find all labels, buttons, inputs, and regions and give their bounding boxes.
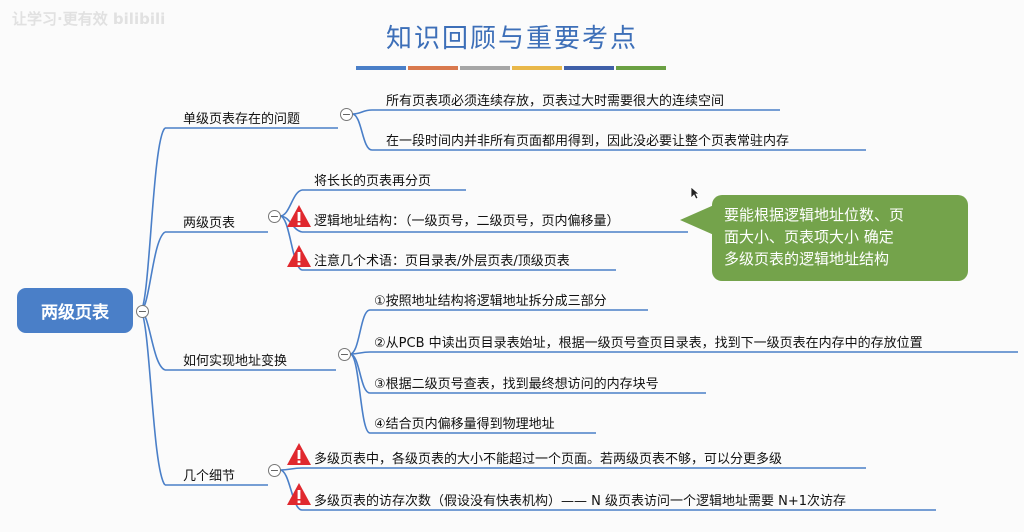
two-level-item-1: 将长长的页表再分页 [314,174,432,189]
details-collapse-toggle[interactable]: − [268,464,281,477]
two-level-item-3: 注意几个术语：页目录表/外层页表/顶级页表 [314,254,570,269]
decor-bar-5 [564,66,614,70]
single-level-item-2: 在一段时间内并非所有页面都用得到，因此没必要让整个页表常驻内存 [386,134,790,149]
single-level-item-1: 所有页表项必须连续存放，页表过大时需要很大的连续空间 [386,94,725,109]
page-title: 知识回顾与重要考点 [385,24,638,54]
translation-step-1: ①按照地址结构将逻辑地址拆分成三部分 [374,294,607,309]
callout-pointer [680,205,714,235]
callout-line-3: 多级页表的逻辑地址结构 [724,250,890,268]
translation-step-4: ④结合页内偏移量得到物理地址 [374,417,555,432]
single-level-collapse-toggle[interactable]: − [340,108,353,121]
warning-icon [286,442,312,466]
warning-icon [286,204,312,228]
branch-address-translation[interactable]: 如何实现地址变换 [183,354,288,369]
callout-box: 要能根据逻辑地址位数、页 面大小、页表项大小 确定 多级页表的逻辑地址结构 [712,195,968,281]
root-node[interactable]: 两级页表 [17,288,133,333]
translation-step-2: ②从PCB 中读出页目录表始址，根据一级页号查页目录表，找到下一级页表在内存中的… [374,336,923,351]
translation-step-3: ③根据二级页号查表，找到最终想访问的内存块号 [374,377,659,392]
callout-line-1: 要能根据逻辑地址位数、页 [724,206,905,224]
cursor-icon [690,186,700,200]
callout-line-2: 面大小、页表项大小 确定 [724,228,894,246]
root-collapse-toggle[interactable]: − [136,305,149,318]
two-level-collapse-toggle[interactable]: − [268,210,281,223]
branch-single-level[interactable]: 单级页表存在的问题 [183,112,301,127]
watermark: 让学习·更有效 bilibili [12,10,166,28]
decor-bar-6 [616,66,666,70]
warning-icon [286,482,312,506]
branch-two-level[interactable]: 两级页表 [183,216,236,231]
translation-collapse-toggle[interactable]: − [338,348,351,361]
details-item-1: 多级页表中，各级页表的大小不能超过一个页面。若两级页表不够，可以分更多级 [314,452,783,467]
decor-bar-1 [356,66,406,70]
warning-icon [286,244,312,268]
branch-details[interactable]: 几个细节 [183,469,236,484]
decor-bar-3 [460,66,510,70]
two-level-item-2: 逻辑地址结构：（一级页号，二级页号，页内偏移量） [314,214,620,229]
decor-bar-2 [408,66,458,70]
decor-bar-4 [512,66,562,70]
details-item-2: 多级页表的访存次数（假设没有快表机构）—— N 级页表访问一个逻辑地址需要 N+… [314,494,847,509]
